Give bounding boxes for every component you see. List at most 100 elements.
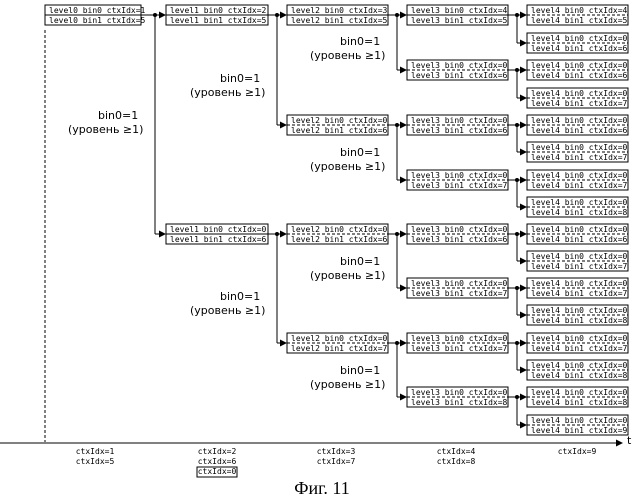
box-bin0-label: level1 bin0 ctxIdx=2 — [170, 6, 267, 15]
box-bin0-label: level4 bin0 ctxIdx=0 — [531, 61, 628, 70]
box-bin0-label: level3 bin0 ctxIdx=0 — [411, 171, 508, 180]
box-bin1-label: level4 bin1 ctxIdx=6 — [531, 235, 628, 244]
time-axis-label: t — [627, 434, 632, 447]
context-box: level3 bin0 ctxIdx=0level3 bin1 ctxIdx=7 — [407, 278, 508, 298]
box-bin0-label: level3 bin0 ctxIdx=0 — [411, 279, 508, 288]
context-box: level4 bin0 ctxIdx=0level4 bin1 ctxIdx=9 — [527, 415, 628, 435]
branch-condition-label: bin0=1 — [340, 364, 380, 377]
box-bin1-label: level4 bin1 ctxIdx=7 — [531, 344, 628, 353]
box-bin1-label: level3 bin1 ctxIdx=7 — [411, 289, 508, 298]
box-bin1-label: level4 bin1 ctxIdx=6 — [531, 44, 628, 53]
box-group: level0 bin0 ctxIdx=1level0 bin1 ctxIdx=5… — [45, 5, 628, 435]
context-box: level2 bin0 ctxIdx=0level2 bin1 ctxIdx=6 — [287, 224, 388, 244]
context-box: level4 bin0 ctxIdx=4level4 bin1 ctxIdx=5 — [527, 5, 628, 25]
box-bin1-label: level4 bin1 ctxIdx=6 — [531, 71, 628, 80]
box-bin1-label: level4 bin1 ctxIdx=8 — [531, 316, 628, 325]
branch-level-label: (уровень ≥1) — [310, 49, 385, 62]
bottom-ctx-label: ctxIdx=6 — [198, 457, 237, 466]
bottom-ctx-label: ctxIdx=4 — [437, 447, 476, 456]
box-bin0-label: level2 bin0 ctxIdx=0 — [291, 116, 388, 125]
context-box: level4 bin0 ctxIdx=0level4 bin1 ctxIdx=6 — [527, 115, 628, 135]
box-bin0-label: level4 bin0 ctxIdx=0 — [531, 334, 628, 343]
context-box: level2 bin0 ctxIdx=0level2 bin1 ctxIdx=6 — [287, 115, 388, 135]
box-bin0-label: level4 bin0 ctxIdx=0 — [531, 361, 628, 370]
branch-level-label: (уровень ≥1) — [190, 304, 265, 317]
box-bin1-label: level3 bin1 ctxIdx=8 — [411, 398, 508, 407]
branch-level-label: (уровень ≥1) — [310, 160, 385, 173]
box-bin0-label: level4 bin0 ctxIdx=0 — [531, 225, 628, 234]
branch-level-label: (уровень ≥1) — [310, 269, 385, 282]
box-bin1-label: level4 bin1 ctxIdx=9 — [531, 426, 628, 435]
context-box: level4 bin0 ctxIdx=0level4 bin1 ctxIdx=8 — [527, 387, 628, 407]
box-bin1-label: level4 bin1 ctxIdx=8 — [531, 208, 628, 217]
context-box: level4 bin0 ctxIdx=0level4 bin1 ctxIdx=6 — [527, 60, 628, 80]
context-box: level1 bin0 ctxIdx=2level1 bin1 ctxIdx=5 — [166, 5, 268, 25]
bottom-ctx-label: ctxIdx=9 — [558, 447, 597, 456]
context-box: level3 bin0 ctxIdx=4level3 bin1 ctxIdx=5 — [407, 5, 508, 25]
branch-level-label: (уровень ≥1) — [190, 86, 265, 99]
context-box: level4 bin0 ctxIdx=0level4 bin1 ctxIdx=7 — [527, 88, 628, 108]
box-bin0-label: level4 bin0 ctxIdx=0 — [531, 388, 628, 397]
box-bin0-label: level4 bin0 ctxIdx=0 — [531, 89, 628, 98]
box-bin1-label: level0 bin1 ctxIdx=5 — [49, 16, 146, 25]
box-bin0-label: level4 bin0 ctxIdx=0 — [531, 306, 628, 315]
context-box: level4 bin0 ctxIdx=0level4 bin1 ctxIdx=8 — [527, 197, 628, 217]
context-box: level4 bin0 ctxIdx=0level4 bin1 ctxIdx=7 — [527, 333, 628, 353]
branch-condition-label: bin0=1 — [340, 146, 380, 159]
box-bin1-label: level4 bin1 ctxIdx=7 — [531, 153, 628, 162]
context-box: level0 bin0 ctxIdx=1level0 bin1 ctxIdx=5 — [45, 5, 146, 25]
box-bin0-label: level4 bin0 ctxIdx=0 — [531, 252, 628, 261]
context-box: level4 bin0 ctxIdx=0level4 bin1 ctxIdx=7 — [527, 278, 628, 298]
box-bin1-label: level3 bin1 ctxIdx=7 — [411, 344, 508, 353]
branch-condition-label: bin0=1 — [220, 72, 260, 85]
box-bin0-label: level4 bin0 ctxIdx=0 — [531, 171, 628, 180]
box-bin1-label: level3 bin1 ctxIdx=5 — [411, 16, 508, 25]
context-box: level4 bin0 ctxIdx=0level4 bin1 ctxIdx=6 — [527, 33, 628, 53]
box-bin0-label: level2 bin0 ctxIdx=0 — [291, 225, 388, 234]
branch-condition-label: bin0=1 — [340, 255, 380, 268]
context-box: level4 bin0 ctxIdx=0level4 bin1 ctxIdx=7 — [527, 170, 628, 190]
bottom-ctx-label: ctxIdx=5 — [76, 457, 115, 466]
box-bin1-label: level3 bin1 ctxIdx=6 — [411, 71, 508, 80]
box-bin1-label: level2 bin1 ctxIdx=5 — [291, 16, 388, 25]
branch-condition-label: bin0=1 — [98, 109, 138, 122]
box-bin0-label: level4 bin0 ctxIdx=4 — [531, 6, 628, 15]
box-bin0-label: level4 bin0 ctxIdx=0 — [531, 116, 628, 125]
box-bin1-label: level4 bin1 ctxIdx=7 — [531, 181, 628, 190]
context-box: level3 bin0 ctxIdx=0level3 bin1 ctxIdx=8 — [407, 387, 508, 407]
box-bin1-label: level4 bin1 ctxIdx=8 — [531, 398, 628, 407]
box-bin1-label: level4 bin1 ctxIdx=7 — [531, 289, 628, 298]
box-bin1-label: level1 bin1 ctxIdx=5 — [170, 16, 267, 25]
box-bin0-label: level4 bin0 ctxIdx=0 — [531, 198, 628, 207]
bottom-ctx-label: ctxIdx=0 — [198, 467, 237, 476]
box-bin0-label: level4 bin0 ctxIdx=0 — [531, 143, 628, 152]
box-bin1-label: level2 bin1 ctxIdx=6 — [291, 126, 388, 135]
bottom-label-group: ctxIdx=1ctxIdx=5ctxIdx=2ctxIdx=6ctxIdx=0… — [76, 447, 597, 477]
box-bin0-label: level4 bin0 ctxIdx=0 — [531, 34, 628, 43]
box-bin0-label: level0 bin0 ctxIdx=1 — [49, 6, 146, 15]
box-bin1-label: level3 bin1 ctxIdx=6 — [411, 126, 508, 135]
context-box: level4 bin0 ctxIdx=0level4 bin1 ctxIdx=6 — [527, 224, 628, 244]
context-box: level4 bin0 ctxIdx=0level4 bin1 ctxIdx=7 — [527, 251, 628, 271]
context-box: level3 bin0 ctxIdx=0level3 bin1 ctxIdx=6 — [407, 224, 508, 244]
box-bin0-label: level1 bin0 ctxIdx=0 — [170, 225, 267, 234]
branch-condition-label: bin0=1 — [220, 290, 260, 303]
branch-level-label: (уровень ≥1) — [68, 123, 143, 136]
box-bin1-label: level2 bin1 ctxIdx=7 — [291, 344, 388, 353]
bottom-ctx-label: ctxIdx=7 — [317, 457, 356, 466]
box-bin1-label: level4 bin1 ctxIdx=7 — [531, 99, 628, 108]
context-box: level3 bin0 ctxIdx=0level3 bin1 ctxIdx=7 — [407, 333, 508, 353]
box-bin0-label: level3 bin0 ctxIdx=0 — [411, 225, 508, 234]
context-box: level3 bin0 ctxIdx=0level3 bin1 ctxIdx=7 — [407, 170, 508, 190]
bottom-ctx-label: ctxIdx=2 — [198, 447, 237, 456]
box-bin1-label: level4 bin1 ctxIdx=5 — [531, 16, 628, 25]
bottom-ctx-label: ctxIdx=3 — [317, 447, 356, 456]
context-box: level4 bin0 ctxIdx=0level4 bin1 ctxIdx=8 — [527, 360, 628, 380]
context-box: level2 bin0 ctxIdx=3level2 bin1 ctxIdx=5 — [287, 5, 388, 25]
branch-condition-label: bin0=1 — [340, 35, 380, 48]
box-bin1-label: level3 bin1 ctxIdx=6 — [411, 235, 508, 244]
box-bin0-label: level2 bin0 ctxIdx=3 — [291, 6, 388, 15]
branch-level-label: (уровень ≥1) — [310, 378, 385, 391]
